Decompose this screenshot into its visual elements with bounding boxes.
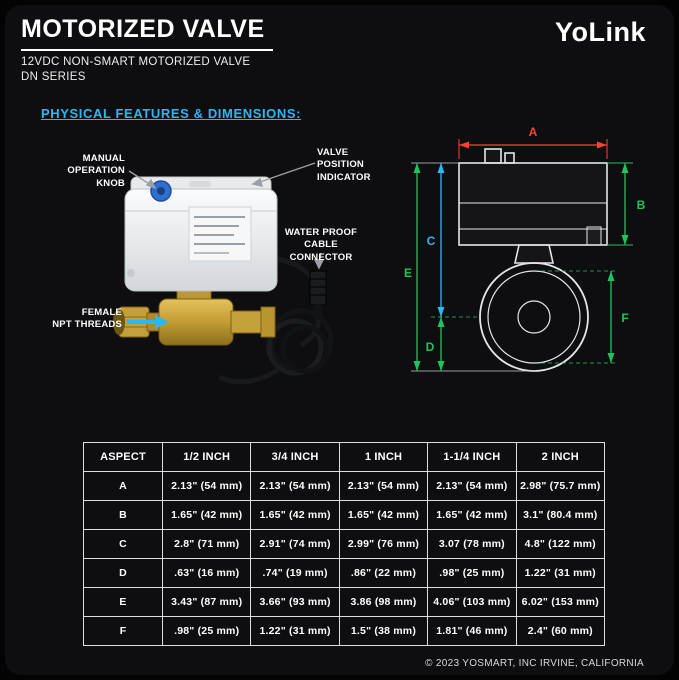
value-cell: 1.22" (31 mm) — [515, 558, 606, 588]
value-cell: 3.43" (87 mm) — [161, 587, 252, 617]
dim-label-e: E — [404, 266, 412, 280]
value-cell: 1.65" (42 mm) — [338, 500, 429, 530]
subtitle-line2: DN SERIES — [21, 71, 86, 83]
aspect-cell: A — [83, 471, 163, 501]
value-cell: 3.86 (98 mm) — [338, 587, 429, 617]
value-cell: 4.8" (122 mm) — [515, 529, 606, 559]
aspect-cell: B — [83, 500, 163, 530]
table-header-row: ASPECT 1/2 INCH 3/4 INCH 1 INCH 1-1/4 IN… — [83, 442, 606, 472]
col-header-three-quarter-inch: 3/4 INCH — [250, 442, 340, 472]
product-figure: MANUAL OPERATION KNOB VALVE POSITION IND… — [39, 131, 389, 436]
dimension-drawing-svg: A B C — [404, 125, 646, 372]
col-header-one-inch: 1 INCH — [338, 442, 429, 472]
value-cell: 2.13" (54 mm) — [427, 471, 517, 501]
table-row: F .98" (25 mm) 1.22" (31 mm) 1.5" (38 mm… — [83, 616, 606, 646]
dim-label-b: B — [637, 198, 646, 212]
manual-knob — [150, 180, 172, 202]
value-cell: 4.06" (103 mm) — [427, 587, 517, 617]
table-row: D .63" (16 mm) .74" (19 mm) .86" (22 mm)… — [83, 558, 606, 588]
subtitle-line1: 12VDC NON-SMART MOTORIZED VALVE — [21, 56, 251, 68]
aspect-cell: D — [83, 558, 163, 588]
content-panel: MOTORIZED VALVE 12VDC NON-SMART MOTORIZE… — [5, 5, 674, 675]
dimension-c: C — [427, 163, 445, 317]
product-illustration — [113, 162, 334, 385]
page-title: MOTORIZED VALVE — [21, 15, 265, 43]
dim-label-d: D — [426, 340, 435, 354]
valve-body — [113, 288, 276, 346]
dimensions-table: ASPECT 1/2 INCH 3/4 INCH 1 INCH 1-1/4 IN… — [83, 442, 606, 646]
value-cell: 3.66" (93 mm) — [250, 587, 340, 617]
value-cell: 2.8" (71 mm) — [161, 529, 252, 559]
value-cell: 2.99" (76 mm) — [338, 529, 429, 559]
callout-female-npt-threads: FEMALE NPT THREADS — [52, 307, 122, 331]
dimension-b: B — [607, 162, 646, 246]
value-cell: 3.1" (80.4 mm) — [515, 500, 606, 530]
aspect-cell: E — [83, 587, 163, 617]
col-header-two-inch: 2 INCH — [515, 442, 606, 472]
table-row: A 2.13" (54 mm) 2.13" (54 mm) 2.13" (54 … — [83, 471, 606, 501]
table-row: C 2.8" (71 mm) 2.91" (74 mm) 2.99" (76 m… — [83, 529, 606, 559]
value-cell: 1.22" (31 mm) — [250, 616, 340, 646]
value-cell: .98" (25 mm) — [161, 616, 252, 646]
value-cell: 2.13" (54 mm) — [161, 471, 252, 501]
yolink-logo: YoLink — [554, 17, 646, 47]
pointer-manual-knob — [128, 170, 152, 186]
col-header-half-inch: 1/2 INCH — [161, 442, 252, 472]
dimension-e: E — [404, 163, 421, 371]
value-cell: 1.81" (46 mm) — [427, 616, 517, 646]
callout-waterproof-cable-connector: WATER PROOF CABLE CONNECTOR — [284, 227, 358, 263]
value-cell: 6.02" (153 mm) — [515, 587, 606, 617]
cable-connector — [309, 263, 327, 319]
dim-label-c: C — [427, 234, 436, 248]
value-cell: 3.07 (78 mm) — [427, 529, 517, 559]
title-underline — [21, 49, 273, 51]
npt-arrow — [127, 315, 169, 329]
table-row: E 3.43" (87 mm) 3.66" (93 mm) 3.86 (98 m… — [83, 587, 606, 617]
dim-label-f: F — [621, 311, 628, 325]
value-cell: .86" (22 mm) — [338, 558, 429, 588]
copyright-notice: © 2023 YOSMART, INC IRVINE, CALIFORNIA — [425, 658, 644, 669]
aspect-cell: C — [83, 529, 163, 559]
value-cell: 2.13" (54 mm) — [250, 471, 340, 501]
dimension-drawing: A B C — [401, 105, 667, 420]
value-cell: 1.65" (42 mm) — [250, 500, 340, 530]
value-cell: 2.4" (60 mm) — [515, 616, 606, 646]
section-title: PHYSICAL FEATURES & DIMENSIONS: — [41, 106, 302, 121]
col-header-one-quarter-inch: 1-1/4 INCH — [427, 442, 517, 472]
dimension-d: D — [426, 317, 445, 371]
dim-label-a: A — [529, 125, 538, 139]
drawing-actuator-outline — [458, 148, 608, 264]
drawing-valve-circle — [479, 262, 589, 372]
value-cell: 1.65" (42 mm) — [427, 500, 517, 530]
aspect-cell: F — [83, 616, 163, 646]
callout-valve-position-indicator: VALVE POSITION INDICATOR — [317, 147, 371, 183]
value-cell: .74" (19 mm) — [250, 558, 340, 588]
table-row: B 1.65" (42 mm) 1.65" (42 mm) 1.65" (42 … — [83, 500, 606, 530]
value-cell: .98" (25 mm) — [427, 558, 517, 588]
pointer-lines — [128, 162, 325, 270]
value-cell: 2.91" (74 mm) — [250, 529, 340, 559]
col-header-aspect: ASPECT — [83, 442, 163, 472]
valve-actuator — [124, 176, 278, 292]
value-cell: 1.65" (42 mm) — [161, 500, 252, 530]
dimension-a: A — [458, 125, 608, 159]
value-cell: 2.98" (75.7 mm) — [515, 471, 606, 501]
value-cell: .63" (16 mm) — [161, 558, 252, 588]
callout-manual-operation-knob: MANUAL OPERATION KNOB — [67, 153, 125, 189]
actuator-label-sticker — [188, 206, 252, 262]
dimension-f: F — [607, 271, 629, 363]
extension-lines — [411, 162, 617, 372]
pointer-position-indicator — [256, 162, 316, 184]
value-cell: 2.13" (54 mm) — [338, 471, 429, 501]
value-cell: 1.5" (38 mm) — [338, 616, 429, 646]
